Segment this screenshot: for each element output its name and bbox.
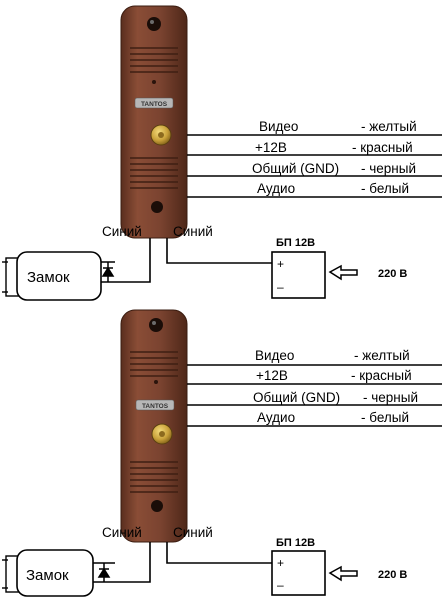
diagram-1: TANTOS Видео - желтый +12В - красный Общ… [2,5,442,301]
signal-wires [187,364,442,427]
psu-title: БП 12В [276,537,315,549]
psu-plus: + [277,257,284,271]
wire-label-audio: Аудио [257,181,295,196]
blue-wires [115,238,272,283]
panel-grille-top [130,47,178,73]
wire-color-gnd: - черный [363,390,418,405]
psu-minus: – [277,578,284,592]
door-panel: TANTOS [120,5,188,239]
wire-color-gnd: - черный [361,161,416,176]
mic-hole [154,380,158,384]
wire-color-12v: - красный [351,368,412,383]
brand-badge: TANTOS [134,97,174,109]
psu-title: БП 12В [276,237,315,249]
panel-grille-bottom [130,461,178,493]
wire-label-video: Видео [255,348,294,363]
blue-wires [115,542,272,583]
screw-icon [151,500,163,512]
power-supply: БП 12В + – [271,537,326,596]
camera-icon [147,17,161,31]
signal-wires [187,134,442,198]
wire-label-gnd: Общий (GND) [252,161,339,176]
call-button[interactable] [151,423,173,445]
brand-text: TANTOS [142,403,169,410]
mic-hole [152,80,156,84]
lock-label: Замок [27,269,70,286]
wire-label-gnd: Общий (GND) [253,390,340,405]
lock-device: Замок [2,251,102,301]
door-panel: TANTOS [120,309,188,543]
blue-wire-label-left: Синий [102,224,142,239]
blue-wire-label-left: Синий [102,525,142,540]
lock-label: Замок [26,567,69,584]
psu-plus: + [277,556,284,570]
wire-color-audio: - белый [361,181,409,196]
wire-label-video: Видео [259,119,298,134]
mains-arrow-icon [328,264,358,281]
camera-icon [149,318,163,332]
brand-badge: TANTOS [135,399,175,411]
diagram-2: TANTOS Видео - желтый +12В - красный Общ… [2,309,442,597]
lock-device: Замок [2,549,94,597]
wire-color-video: - желтый [354,348,410,363]
wire-color-video: - желтый [361,119,417,134]
wire-label-audio: Аудио [257,410,295,425]
wire-label-12v: +12В [256,368,288,383]
wire-color-12v: - красный [352,140,413,155]
panel-grille-top [130,351,178,377]
call-button[interactable] [150,124,172,146]
panel-grille-bottom [130,157,178,189]
brand-text: TANTOS [141,101,168,108]
diode-icon [93,562,115,583]
mains-label: 220 В [378,268,407,280]
diode-icon [101,261,115,283]
wire-label-12v: +12В [255,140,287,155]
blue-wire-label-right: Синий [173,525,213,540]
screw-icon [151,201,163,213]
blue-wire-label-right: Синий [173,224,213,239]
power-supply: БП 12В + – [271,237,326,299]
wire-color-audio: - белый [361,410,409,425]
mains-arrow-icon [328,565,358,582]
psu-minus: – [277,280,284,294]
mains-label: 220 В [378,569,407,581]
